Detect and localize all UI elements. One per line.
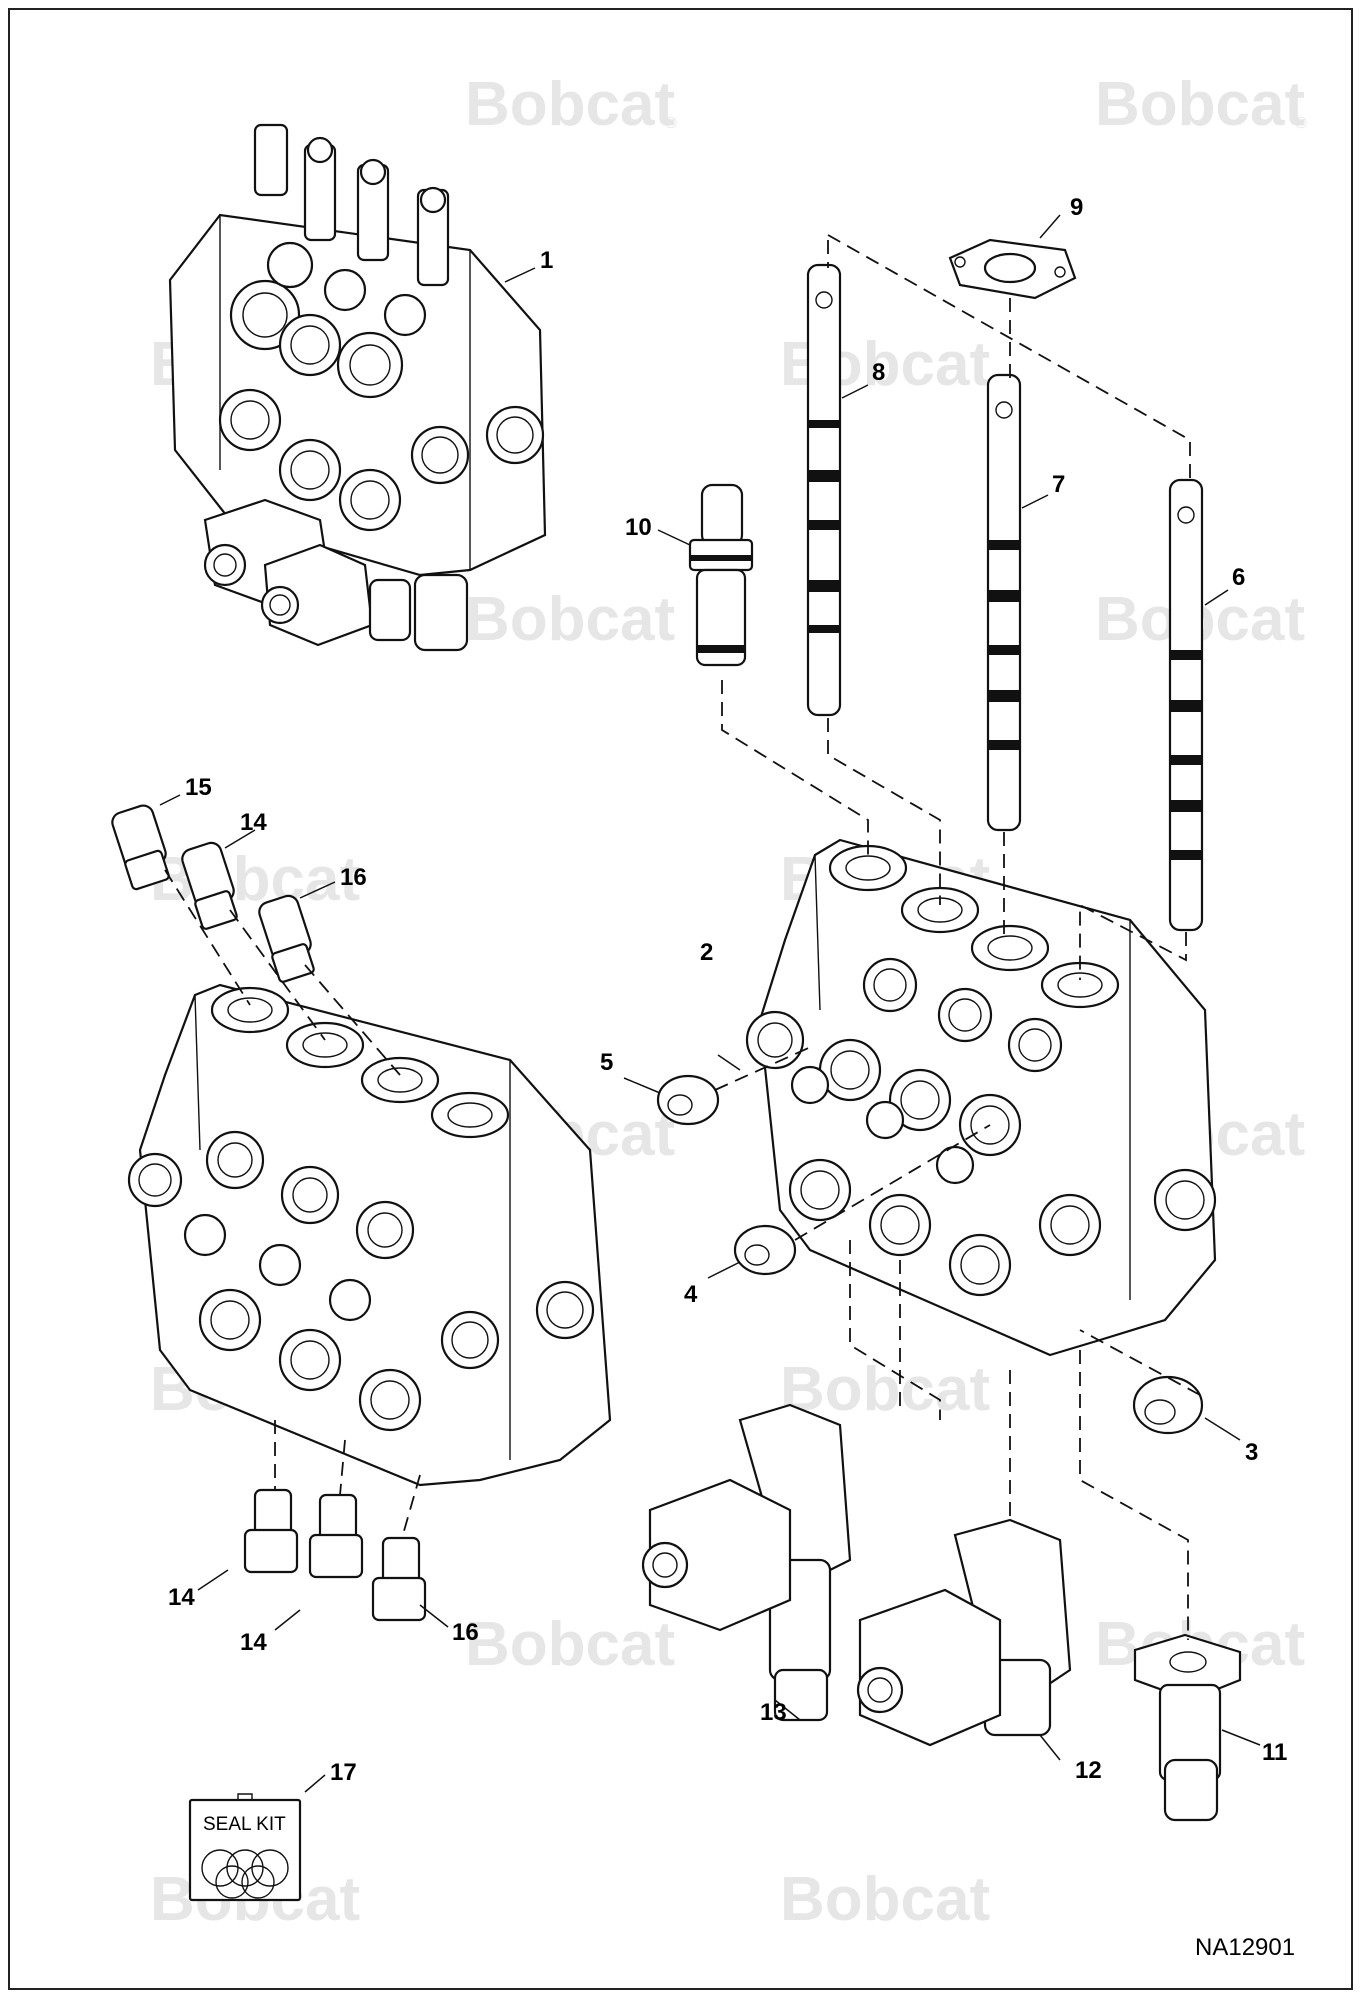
callout-10: 10 [625, 514, 652, 541]
cartridge-part-14-top [181, 841, 238, 930]
watermark-mark: ® [665, 115, 677, 132]
callout-6: 6 [1232, 564, 1245, 591]
plug-part-4 [733, 1224, 797, 1276]
valve-assembly-part-1 [168, 123, 547, 652]
cartridge-part-14-bottom-b [308, 1493, 364, 1579]
cartridge-part-15 [111, 804, 170, 891]
watermark-12: Bobcat [780, 1355, 990, 1424]
callout-13: 13 [760, 1699, 787, 1726]
callout-9: 9 [1070, 194, 1083, 221]
solenoid-valve-part-12 [856, 1518, 1072, 1747]
spool-part-7 [986, 373, 1022, 832]
plug-part-5 [656, 1074, 720, 1126]
watermark-16: Bobcat [780, 1865, 990, 1934]
callout-3: 3 [1245, 1439, 1258, 1466]
assembly-lines [164, 234, 1201, 1640]
callout-4: 4 [684, 1281, 698, 1308]
watermark-1: Bobcat ® [465, 70, 677, 139]
watermark-text: Bobcat [150, 845, 360, 914]
cartridge-part-16-bottom [371, 1536, 427, 1622]
valve-body-left-view [127, 983, 612, 1487]
spool-part-8 [806, 263, 842, 717]
solenoid-valve-part-13 [641, 1403, 852, 1722]
valve-part-11 [1133, 1633, 1242, 1822]
watermark-7: Bobcat [150, 845, 360, 914]
seal-kit-part-17: SEAL KIT [188, 1793, 302, 1902]
callout-11: 11 [1262, 1739, 1287, 1766]
callout-14-bottom-a: 14 [168, 1584, 195, 1611]
watermark-text: Bobcat [780, 1865, 990, 1934]
watermark-13: Bobcat [465, 1610, 675, 1679]
callout-5: 5 [600, 1049, 613, 1076]
watermark-mark: ® [1295, 115, 1307, 132]
figure-id: NA12901 [1195, 1934, 1295, 1961]
cartridge-part-14-bottom-a [243, 1488, 299, 1574]
callout-16-top: 16 [340, 864, 367, 891]
callout-14-bottom-b: 14 [240, 1629, 267, 1656]
watermark-2: Bobcat ® [1095, 70, 1307, 139]
callout-12: 12 [1075, 1757, 1102, 1784]
callout-15: 15 [185, 774, 212, 801]
callout-17: 17 [330, 1759, 357, 1786]
callouts: 1 2 3 4 5 6 7 8 9 10 11 12 13 14 14 14 1… [168, 194, 1287, 1786]
watermark-text: Bobcat [465, 70, 675, 139]
spool-part-6 [1168, 478, 1204, 932]
seal-kit-label: SEAL KIT [203, 1814, 286, 1835]
watermark-5: Bobcat [465, 585, 675, 654]
relief-valve-part-10 [688, 483, 754, 667]
watermark-text: Bobcat [1095, 70, 1305, 139]
callout-1: 1 [540, 247, 553, 274]
cartridge-part-16-top [258, 894, 315, 983]
leader-lines [159, 214, 1261, 1793]
flange-part-9 [948, 238, 1077, 300]
callout-16-bottom: 16 [452, 1619, 479, 1646]
callout-2: 2 [700, 939, 713, 966]
watermark-text: Bobcat [780, 1355, 990, 1424]
callout-7: 7 [1052, 471, 1065, 498]
watermark-text: Bobcat [465, 585, 675, 654]
callout-8: 8 [872, 359, 885, 386]
valve-body-part-2 [745, 838, 1217, 1357]
callout-14-top: 14 [240, 809, 267, 836]
plug-part-3 [1132, 1375, 1204, 1435]
watermark-text: Bobcat [465, 1610, 675, 1679]
